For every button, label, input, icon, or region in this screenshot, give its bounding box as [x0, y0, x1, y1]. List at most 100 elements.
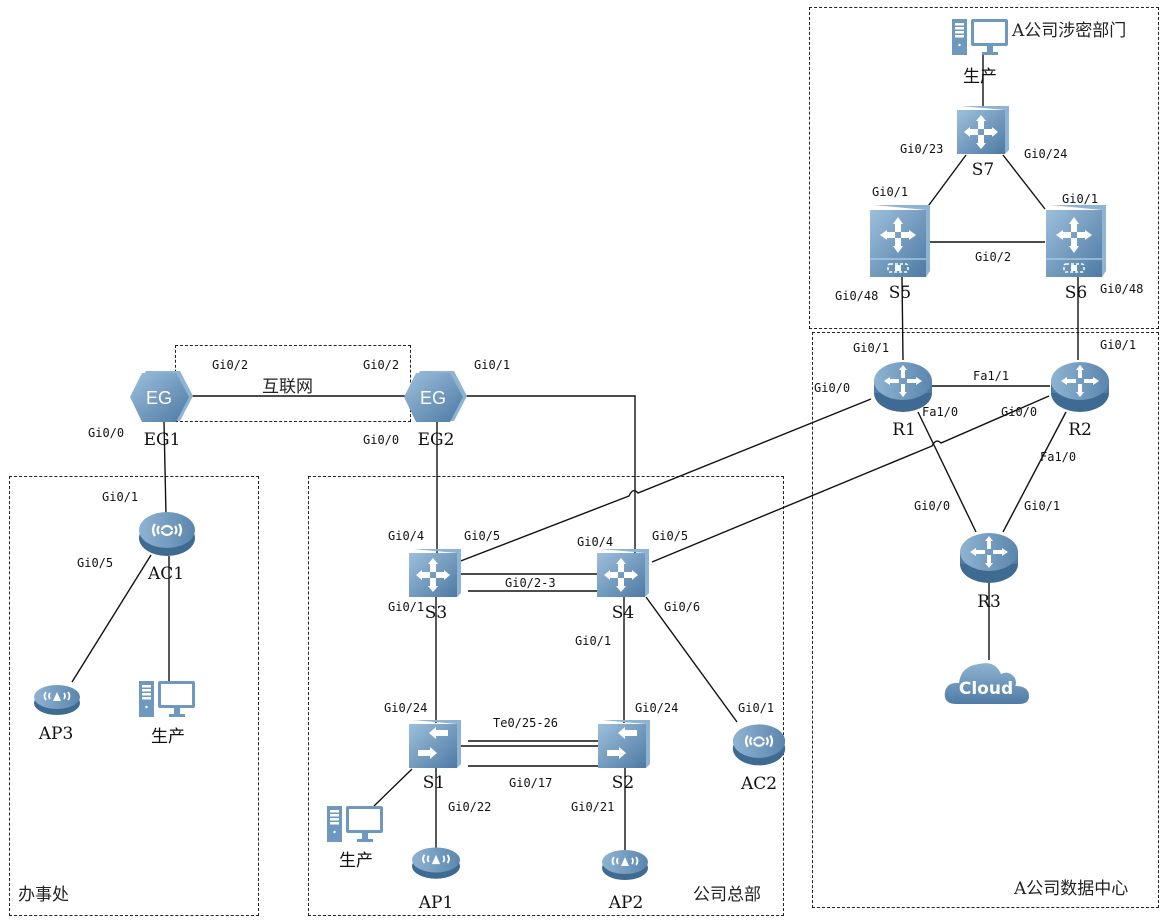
zone-secret-dept: [809, 7, 1159, 329]
link-r1-r3: [917, 411, 977, 533]
link-s1-pc-hq: [373, 768, 413, 807]
port-s5s6-gi02: Gi0/2: [975, 250, 1012, 264]
port-s6-gi048: Gi0/48: [1100, 282, 1144, 296]
port-ac1-gi01: Gi0/1: [102, 490, 139, 504]
s1-switch-icon[interactable]: [409, 720, 463, 770]
link-s4-r2: [651, 395, 1050, 563]
label-s4: S4: [611, 603, 635, 623]
port-eg1-gi00: Gi0/0: [88, 426, 125, 440]
port-s4-gi05: Gi0/5: [652, 529, 689, 543]
port-s5-gi01: Gi0/1: [872, 185, 909, 199]
link-s3-r1: [457, 398, 872, 563]
link-ac1-ap3: [71, 554, 152, 683]
label-pc-secret: 生产: [963, 67, 997, 87]
link-s4-ac2: [645, 596, 738, 723]
port-s2-gi024: Gi0/24: [635, 701, 679, 715]
port-s3s4-gi023: Gi0/2-3: [505, 576, 556, 590]
port-s2-gi021: Gi0/21: [571, 800, 615, 814]
port-s4-gi06: Gi0/6: [664, 600, 701, 614]
ac1-wireless-controller-icon[interactable]: [137, 506, 197, 558]
ap1-access-point-icon[interactable]: [411, 842, 461, 880]
eg2-glyph: EG: [420, 388, 446, 408]
label-pc-hq: 生产: [339, 851, 373, 871]
r2-router-icon[interactable]: [1049, 359, 1111, 415]
r3-router-icon[interactable]: [958, 530, 1020, 586]
link-s7-s5: [925, 154, 967, 210]
zone-label-office: 办事处: [18, 885, 69, 905]
port-s5-gi048: Gi0/48: [835, 289, 879, 303]
label-pc-office: 生产: [151, 727, 185, 747]
port-s3-gi05: Gi0/5: [464, 529, 501, 543]
link-s5-r1: [901, 276, 904, 361]
port-s6-gi01: Gi0/1: [1062, 192, 1099, 206]
pc-hq-icon[interactable]: [327, 804, 385, 844]
port-r2-fa10: Fa1/0: [1040, 450, 1077, 464]
eg1-glyph: EG: [146, 388, 172, 408]
port-s1s2-te: Te0/25-26: [493, 716, 559, 730]
s3-switch-icon[interactable]: [409, 549, 463, 599]
zone-label-secret-dept: A公司涉密部门: [1012, 21, 1127, 41]
port-eg2-gi01: Gi0/1: [474, 358, 511, 372]
s2-switch-icon[interactable]: [598, 720, 652, 770]
s7-switch-icon[interactable]: [957, 106, 1011, 156]
zone-office: [9, 476, 259, 916]
port-s7-gi024: Gi0/24: [1024, 147, 1068, 161]
port-r2-gi01: Gi0/1: [1100, 338, 1137, 352]
port-ac2-gi01: Gi0/1: [738, 701, 775, 715]
port-s4-gi01: Gi0/1: [575, 634, 612, 648]
port-ac1-gi05: Gi0/5: [77, 556, 114, 570]
port-r1r2-fa11: Fa1/1: [973, 369, 1010, 383]
zone-label-internet: 互联网: [262, 377, 313, 397]
pc-secret-icon[interactable]: [952, 17, 1010, 57]
cloud-icon[interactable]: Cloud: [943, 656, 1031, 706]
label-ap3: AP3: [38, 724, 74, 744]
label-s7: S7: [971, 160, 995, 180]
port-s3-gi01: Gi0/1: [388, 600, 425, 614]
label-r3: R3: [977, 592, 1001, 612]
port-r3-gi00: Gi0/0: [914, 499, 951, 513]
s4-switch-icon[interactable]: [597, 549, 651, 599]
port-r1-fa10: Fa1/0: [922, 405, 959, 419]
label-s5: S5: [888, 283, 912, 303]
port-r1-gi00: Gi0/0: [814, 381, 851, 395]
port-r2-gi00: Gi0/0: [1001, 405, 1038, 419]
port-r1-gi01: Gi0/1: [853, 341, 890, 355]
label-s3: S3: [424, 603, 448, 623]
zone-label-datacenter: A公司数据中心: [1014, 879, 1129, 899]
label-s2: S2: [611, 773, 635, 793]
zone-datacenter: [812, 332, 1159, 908]
label-eg2: EG2: [417, 430, 455, 450]
label-s6: S6: [1064, 283, 1088, 303]
ac2-wireless-controller-icon[interactable]: [731, 718, 787, 768]
link-eg1-ac1: [163, 421, 167, 516]
eg2-gateway-icon[interactable]: EG: [404, 369, 468, 424]
label-eg1: EG1: [143, 430, 181, 450]
label-ap2: AP2: [608, 893, 644, 913]
label-ac1: AC1: [147, 564, 185, 584]
port-s3-gi04: Gi0/4: [388, 529, 425, 543]
label-r2: R2: [1068, 420, 1092, 440]
port-r3-gi01: Gi0/1: [1024, 499, 1061, 513]
port-eg2-gi02: Gi0/2: [363, 358, 400, 372]
port-eg1-gi02: Gi0/2: [212, 358, 249, 372]
port-s7-gi023: Gi0/23: [900, 142, 944, 156]
pc-office-icon[interactable]: [139, 679, 197, 719]
eg1-gateway-icon[interactable]: EG: [130, 369, 194, 424]
port-s1-gi024: Gi0/24: [384, 701, 428, 715]
r1-router-icon[interactable]: [872, 359, 934, 415]
ap2-access-point-icon[interactable]: [601, 845, 649, 881]
zone-label-hq: 公司总部: [693, 885, 761, 905]
s5-chassis-switch-icon[interactable]: [870, 205, 932, 279]
label-s1: S1: [422, 773, 446, 793]
port-s1-gi022: Gi0/22: [448, 800, 492, 814]
port-s4-gi04: Gi0/4: [577, 535, 614, 549]
link-eg2-s4: [466, 395, 636, 554]
link-s7-s6: [1002, 154, 1046, 210]
ap3-access-point-icon[interactable]: [33, 680, 81, 716]
s6-chassis-switch-icon[interactable]: [1046, 205, 1108, 279]
cloud-glyph: Cloud: [959, 679, 1013, 699]
port-s1s2-gi017: Gi0/17: [509, 776, 553, 790]
label-r1: R1: [892, 420, 916, 440]
